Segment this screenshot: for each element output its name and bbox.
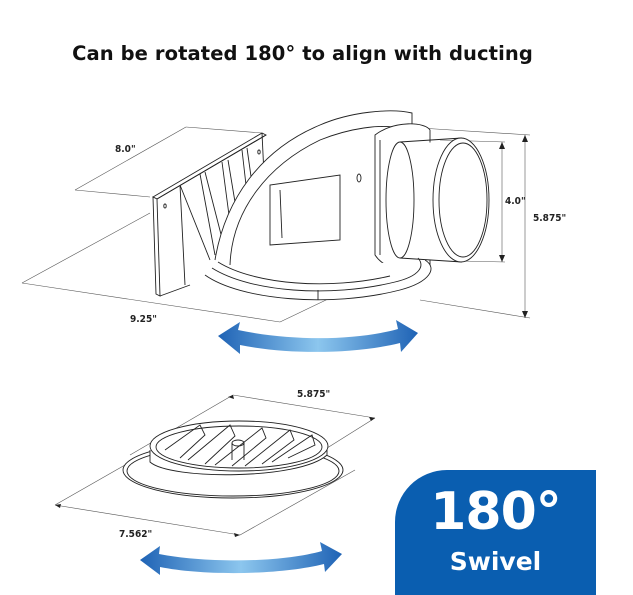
rotate-arrow-icon — [140, 542, 342, 575]
dim-duct-diameter-label: 4.0" — [505, 196, 526, 207]
dim-depth-label: 8.0" — [115, 144, 136, 155]
dim-outer-diameter-label: 7.562" — [119, 529, 152, 540]
badge-label: Swivel — [449, 547, 542, 576]
elbow-vent-drawing — [21, 110, 531, 323]
page-title: Can be rotated 180° to align with ductin… — [72, 42, 533, 65]
swivel-badge: 180° Swivel — [395, 470, 596, 595]
badge-degrees: 180° — [430, 482, 562, 542]
dim-overall-height-label: 5.875" — [533, 213, 566, 224]
rotate-arrow-icon — [218, 320, 418, 354]
dim-inner-diameter-label: 5.875" — [297, 389, 330, 400]
dim-length-label: 9.25" — [130, 314, 157, 325]
grille-drawing — [54, 394, 376, 537]
